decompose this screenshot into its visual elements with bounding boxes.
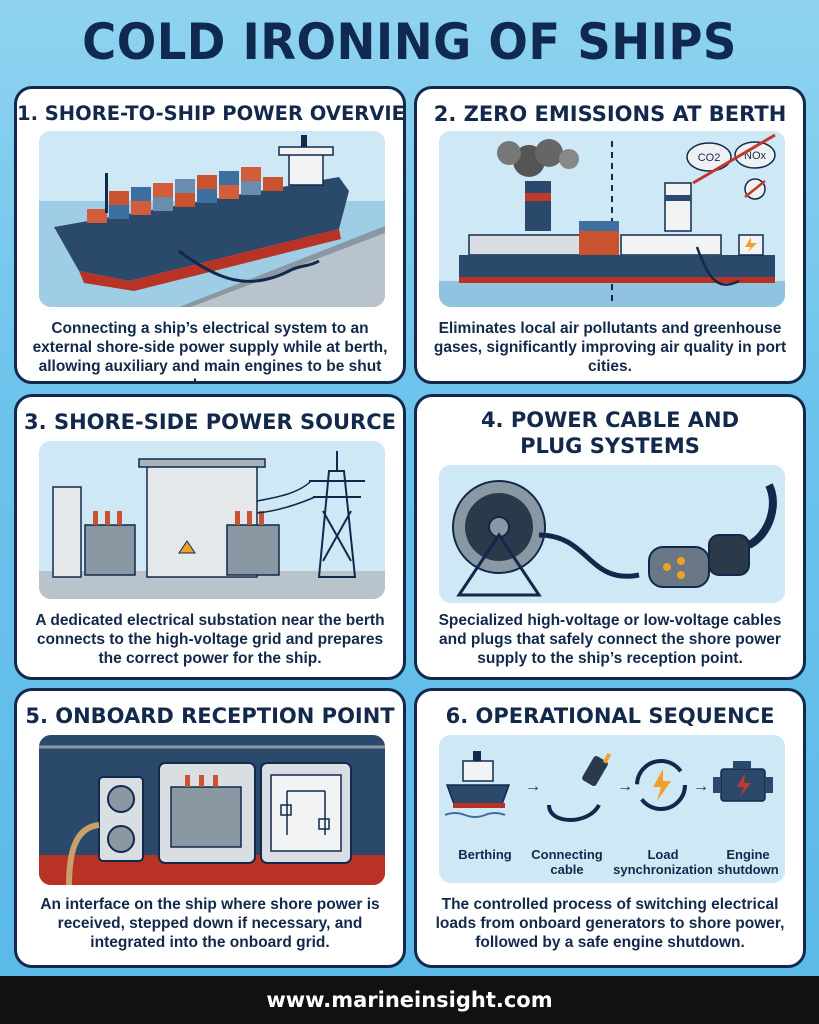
card-heading: 5. ONBOARD RECEPTION POINT bbox=[25, 704, 395, 728]
card-description: A dedicated electrical substation near t… bbox=[35, 612, 385, 667]
plug-icon bbox=[648, 483, 777, 588]
reception-panel-illustration bbox=[39, 735, 385, 885]
card-heading: 1. SHORE-TO-SHIP POWER OVERVIEW bbox=[17, 102, 406, 125]
svg-text:NOx: NOx bbox=[744, 150, 767, 162]
step-load-synchronization: Load synchronization bbox=[613, 847, 713, 877]
card-heading: 6. OPERATIONAL SEQUENCE bbox=[445, 704, 775, 728]
co2-icon: CO2 bbox=[686, 142, 732, 172]
card-heading: 2. ZERO EMISSIONS AT BERTH bbox=[433, 102, 787, 126]
card-description: Specialized high-voltage or low-voltage … bbox=[438, 612, 782, 667]
ship-icon bbox=[444, 751, 511, 818]
card-description: Eliminates local air pollutants and gree… bbox=[433, 320, 787, 375]
svg-text:CO2: CO2 bbox=[698, 152, 721, 164]
sequence-illustration: → → → bbox=[439, 735, 785, 883]
card-description: The controlled process of switching elec… bbox=[435, 896, 785, 951]
card-description: An interface on the ship where shore pow… bbox=[40, 896, 380, 951]
cable-reel-plug-illustration bbox=[439, 465, 785, 603]
card-operational-sequence: 6. OPERATIONAL SEQUENCE → → → bbox=[414, 688, 806, 968]
card-shore-side-power: 3. SHORE-SIDE POWER SOURCE bbox=[14, 394, 406, 680]
svg-text:→: → bbox=[617, 778, 633, 795]
socket-icon bbox=[98, 776, 144, 862]
step-connecting-cable: Connecting cable bbox=[531, 847, 603, 877]
card-description: Connecting a ship’s electrical system to… bbox=[32, 320, 388, 381]
nox-icon: NOx bbox=[734, 141, 776, 169]
footer-website[interactable]: www.marineinsight.com bbox=[0, 976, 819, 1024]
step-engine-shutdown: Engine shutdown bbox=[717, 847, 779, 877]
card-zero-emissions: 2. ZERO EMISSIONS AT BERTH bbox=[414, 86, 806, 384]
container-ship-illustration bbox=[39, 131, 385, 307]
card-heading: 4. POWER CABLE AND PLUG SYSTEMS bbox=[480, 408, 740, 458]
cable-reel-icon bbox=[452, 480, 546, 597]
card-heading: 3. SHORE-SIDE POWER SOURCE bbox=[24, 410, 396, 434]
cable-icon bbox=[547, 752, 612, 822]
substation-illustration bbox=[39, 441, 385, 599]
card-onboard-reception: 5. ONBOARD RECEPTION POINT An interfa bbox=[14, 688, 406, 968]
card-shore-to-ship: 1. SHORE-TO-SHIP POWER OVERVIEW bbox=[14, 86, 406, 384]
svg-text:→: → bbox=[525, 778, 541, 795]
page-title: COLD IRONING OF SHIPS bbox=[82, 13, 737, 71]
card-cable-plug: 4. POWER CABLE AND PLUG SYSTEMS Speciali… bbox=[414, 394, 806, 680]
engine-icon bbox=[713, 761, 773, 802]
smoke-icon bbox=[497, 139, 579, 177]
emissions-comparison-illustration: CO2 NOx bbox=[439, 131, 785, 307]
step-berthing: Berthing bbox=[458, 847, 512, 862]
svg-text:→: → bbox=[693, 778, 709, 795]
sync-icon bbox=[635, 759, 687, 811]
